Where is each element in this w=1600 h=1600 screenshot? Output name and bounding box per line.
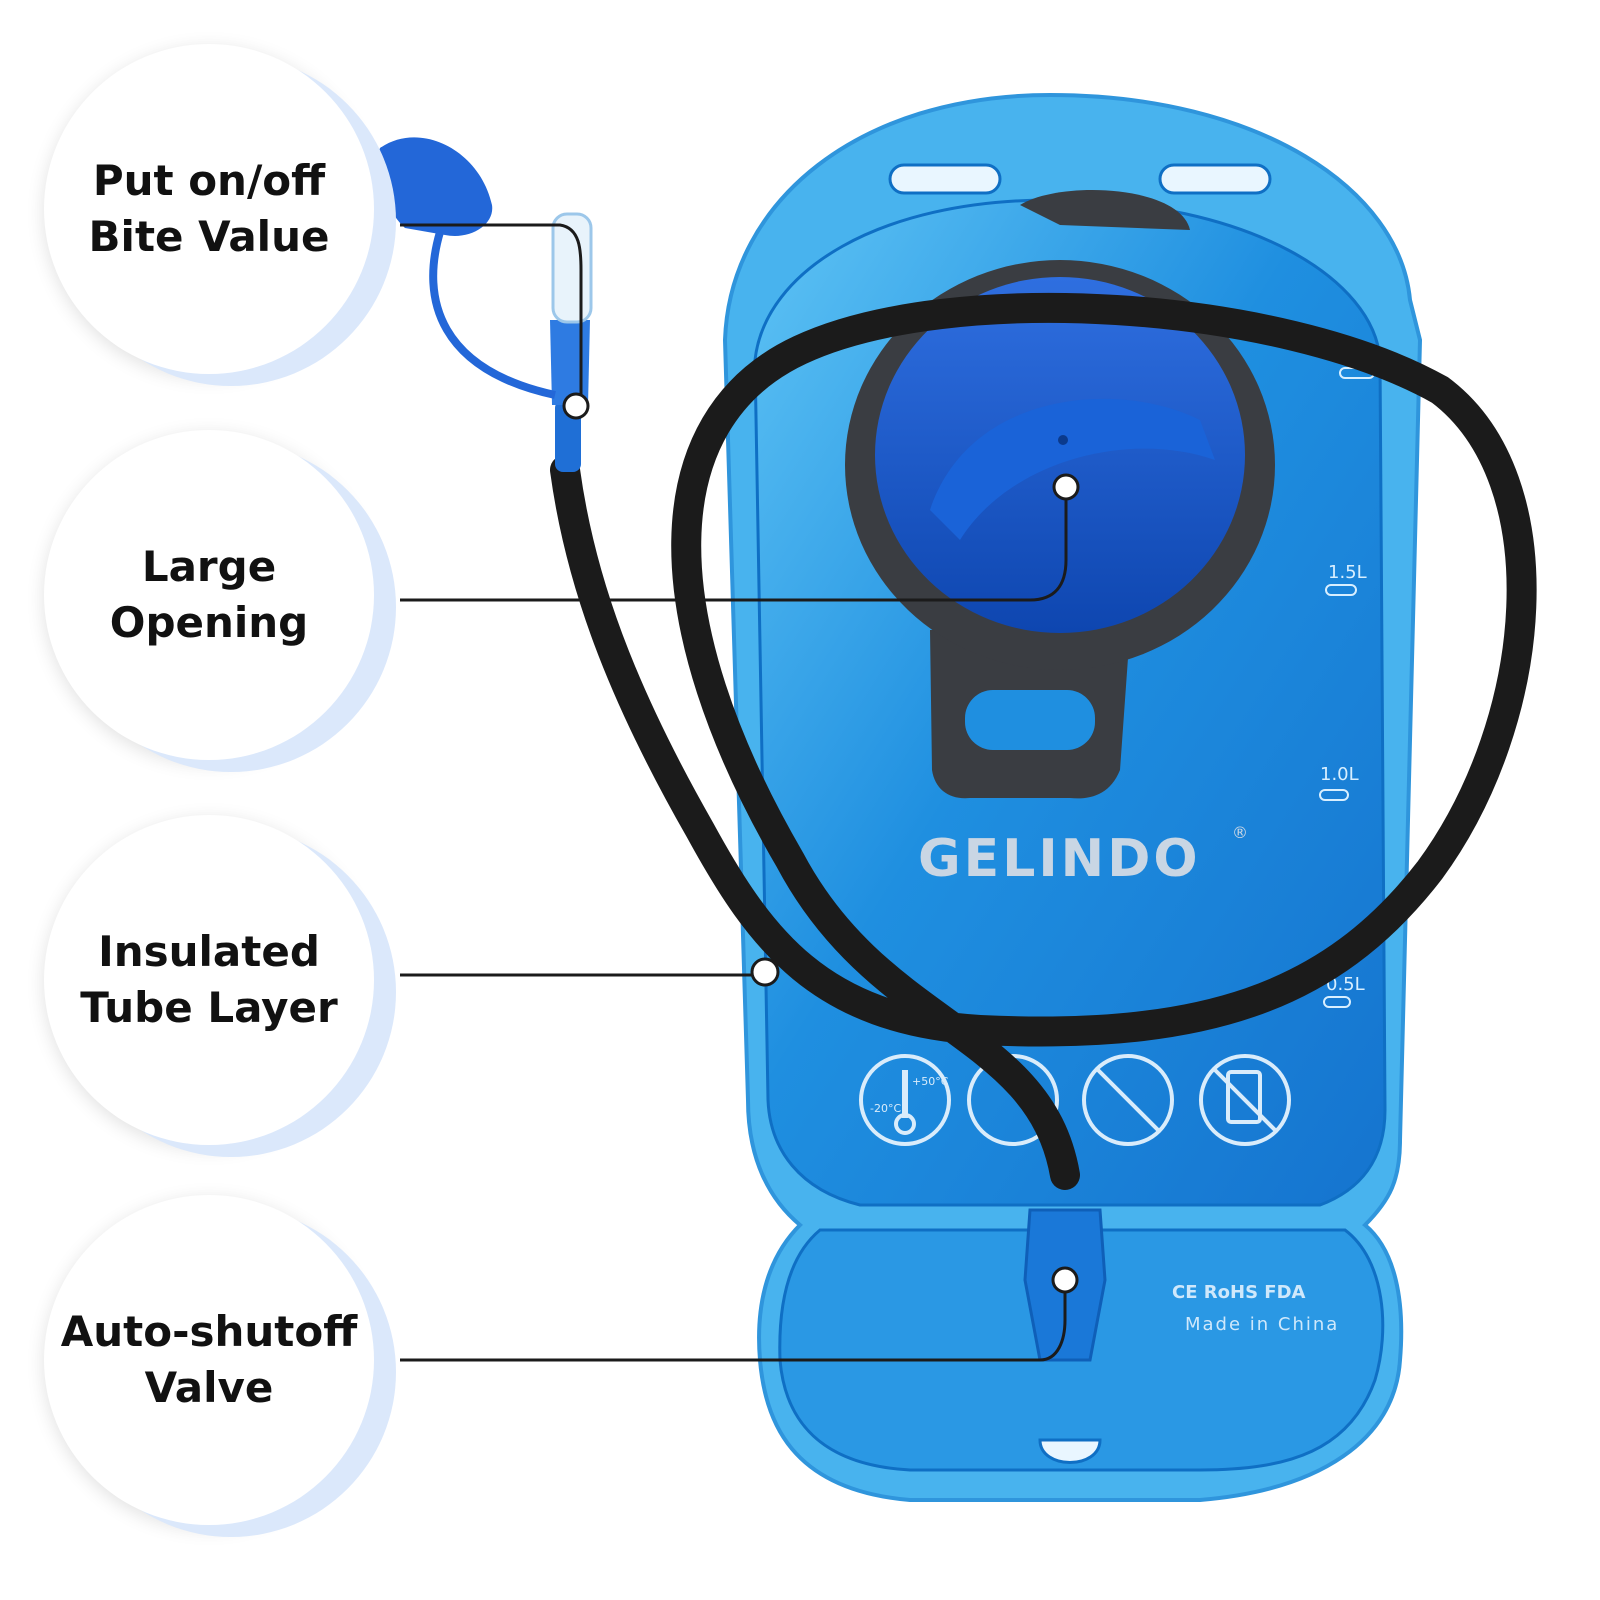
anchor-dot-valve (1051, 1266, 1079, 1294)
volume-mark-0-5: 0.5L (1326, 974, 1365, 995)
callout-auto-shutoff-valve-text: Auto-shutoff Valve (60, 1307, 358, 1412)
hang-slot-right (1158, 163, 1272, 195)
volume-mark-1-0: 1.0L (1320, 764, 1359, 785)
handle-grip-hole (965, 690, 1095, 750)
anchor-dot-large-opening (1052, 473, 1080, 501)
volume-mark-1-5: 1.5L (1328, 562, 1367, 583)
insulated-tube (550, 292, 1537, 1190)
temp-low-label: -20°C (870, 1102, 901, 1115)
bottom-tab (1038, 1438, 1102, 1464)
cover-tether (429, 230, 556, 399)
callout-bite-valve-text: Put on/off Bite Value (88, 156, 330, 261)
bite-valve-cover (377, 137, 493, 236)
anchor-dot-insulated-tube (750, 957, 780, 987)
temperature-icon (859, 1054, 951, 1146)
hang-slot-left (888, 163, 1002, 195)
registered-mark: ® (1232, 823, 1248, 842)
callout-lines (400, 223, 1068, 1362)
origin-text: Made in China (1185, 1314, 1339, 1335)
callout-large-opening-text: Large Opening (109, 542, 309, 647)
callout-large-opening: Large Opening (44, 430, 374, 760)
leader-line-bite-valve (400, 223, 583, 402)
leader-line-valve (400, 1280, 1067, 1362)
temp-high-label: +50°C (912, 1075, 949, 1088)
no-hot-drinks-icon (1082, 1054, 1174, 1146)
anchor-dot-bite-valve (562, 392, 590, 420)
cap-top-hook (1020, 190, 1190, 230)
no-milk-icon (1199, 1054, 1291, 1146)
brand-logo: GELINDO (918, 829, 1201, 889)
leader-line-large-opening (400, 487, 1068, 602)
callout-bite-valve: Put on/off Bite Value (44, 44, 374, 374)
callout-insulated-tube-text: Insulated Tube Layer (80, 927, 338, 1032)
callout-auto-shutoff-valve: Auto-shutoff Valve (44, 1195, 374, 1525)
bite-valve-body (550, 320, 590, 405)
cap-grip-ridge (930, 398, 1215, 540)
cert-marks: CE RoHS FDA (1172, 1282, 1306, 1303)
callout-insulated-tube: Insulated Tube Layer (44, 815, 374, 1145)
anchor-dots (562, 392, 1080, 1294)
